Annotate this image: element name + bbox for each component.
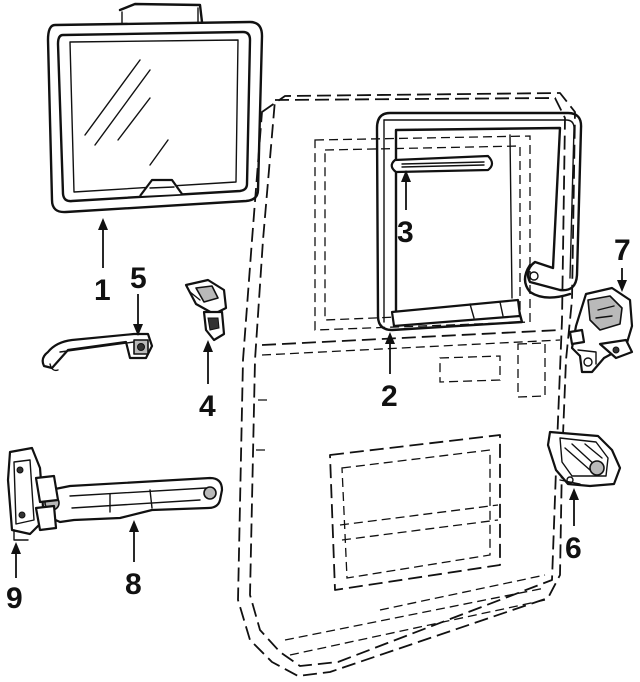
part-6-door-lock-control xyxy=(546,430,622,488)
callout-7: 7 xyxy=(614,234,631,267)
callout-4: 4 xyxy=(199,390,216,423)
callout-1: 1 xyxy=(94,274,111,307)
callout-9: 9 xyxy=(6,582,23,615)
part-9-door-hinge xyxy=(6,446,60,541)
callout-labels: 1 2 3 4 5 6 7 8 9 xyxy=(6,216,631,615)
part-3-glass-run-channel xyxy=(390,154,494,174)
part-5-outside-handle xyxy=(41,332,154,372)
callout-6: 6 xyxy=(565,532,582,565)
part-1-door-glass xyxy=(46,2,264,214)
callout-2: 2 xyxy=(381,380,398,413)
callout-3: 3 xyxy=(397,216,414,249)
callout-5: 5 xyxy=(130,262,147,295)
part-2-window-weatherstrip xyxy=(375,111,583,332)
part-7-door-latch xyxy=(568,286,634,374)
callout-leaders xyxy=(11,170,627,578)
part-8-door-check-strap xyxy=(38,476,224,524)
part-4-inside-handle xyxy=(184,278,228,342)
door-shell xyxy=(237,92,576,677)
callout-8: 8 xyxy=(125,568,142,601)
